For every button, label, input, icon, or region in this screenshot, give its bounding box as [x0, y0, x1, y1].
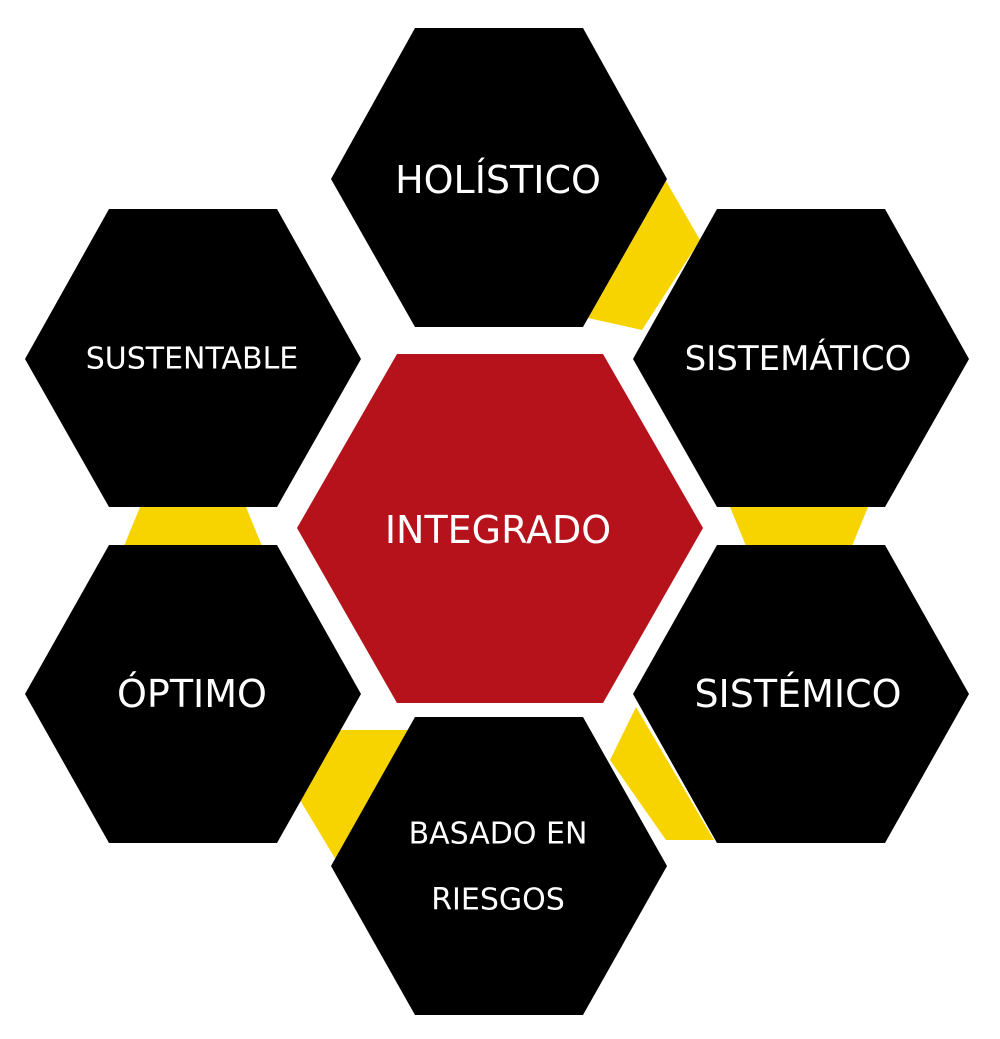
- hexagon-labels: INTEGRADO HOLÍSTICO SISTEMÁTICO SISTÉMIC…: [86, 158, 912, 918]
- label-sistematico: SISTEMÁTICO: [685, 338, 912, 379]
- hexagon-sistemico: [633, 545, 969, 843]
- label-basado-en-riesgos-line-2: RIESGOS: [431, 883, 565, 918]
- hexagon-integrado: [297, 354, 703, 703]
- connector-sistemico-basado: [610, 707, 714, 840]
- hexagon-optimo: [25, 545, 361, 843]
- outer-hexagons: [25, 28, 969, 1015]
- label-sistemico: SISTÉMICO: [694, 672, 901, 716]
- hexagon-holistico: [331, 28, 667, 327]
- label-integrado: INTEGRADO: [385, 508, 611, 552]
- connector-sistematico-sistemico: [730, 507, 868, 546]
- hexagon-basado-en-riesgos: [331, 717, 667, 1015]
- hexagon-sistematico: [633, 209, 969, 507]
- label-sustentable: SUSTENTABLE: [86, 342, 299, 377]
- hexagon-sustentable: [25, 209, 361, 507]
- connector-holistico-sistematico: [588, 181, 700, 330]
- label-optimo: ÓPTIMO: [117, 672, 267, 716]
- connector-optimo-sustentable: [124, 507, 262, 546]
- connector-basado-optimo: [300, 730, 410, 860]
- label-basado-en-riesgos-line-1: BASADO EN: [409, 817, 588, 852]
- label-holistico: HOLÍSTICO: [395, 158, 601, 202]
- connector-group: [124, 181, 868, 860]
